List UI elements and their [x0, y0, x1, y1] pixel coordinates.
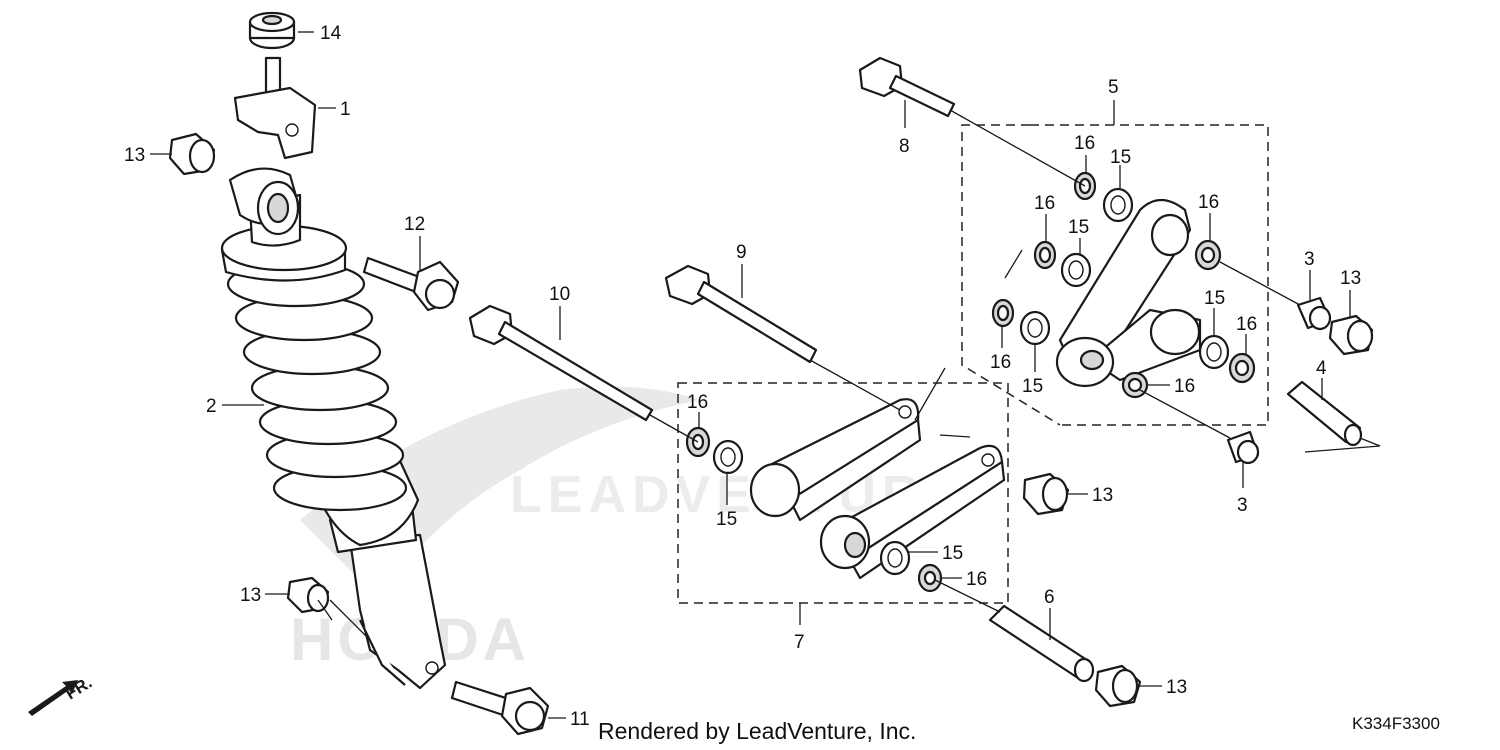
part-4-sleeve	[1286, 380, 1363, 447]
part-12-bolt	[362, 256, 460, 312]
callout-13-d: 13	[1166, 677, 1187, 698]
callout-16-c: 16	[1198, 192, 1219, 213]
seal-16-d	[1194, 239, 1222, 271]
part-13-nut-a	[168, 132, 216, 176]
seal-16-b	[1033, 240, 1057, 270]
bearing-15-d	[1198, 334, 1230, 370]
callout-3-a: 3	[1304, 249, 1315, 270]
callout-labels: 14 1 13 2 12 10 9 8 5 13 11 13 13 13 3 3…	[124, 23, 1361, 730]
callout-15-b: 15	[1068, 217, 1089, 238]
diagram-code: K334F3300	[1352, 714, 1440, 733]
callout-16-b: 16	[1034, 193, 1055, 214]
part-9-bolt	[664, 264, 818, 364]
bearing-15-c	[1019, 310, 1051, 346]
callout-11: 11	[570, 709, 590, 730]
callout-16-d: 16	[990, 352, 1011, 373]
callout-3-b: 3	[1237, 495, 1248, 516]
seal-16-e	[1228, 352, 1256, 384]
footer-credit: Rendered by LeadVenture, Inc.	[598, 718, 917, 744]
part-6-sleeve	[988, 604, 1095, 683]
part-5-cushion-arm	[1055, 198, 1202, 388]
callout-15-d: 15	[1204, 288, 1225, 309]
part-3-collar-a	[1296, 296, 1332, 331]
front-label: FR.	[62, 673, 95, 704]
callout-15-e: 15	[716, 509, 737, 530]
seal-16-f	[1121, 371, 1149, 399]
bearing-15-a	[1102, 187, 1134, 223]
callout-13-e: 13	[1340, 268, 1361, 289]
part-14-nut	[248, 11, 296, 50]
part-3-collar-b	[1226, 430, 1260, 465]
callout-16-h: 16	[966, 569, 987, 590]
callout-13-c: 13	[1092, 485, 1113, 506]
callout-5: 5	[1108, 77, 1119, 98]
callout-leaders	[150, 31, 1351, 719]
bearing-15-b	[1060, 252, 1092, 288]
callout-16-f: 16	[1174, 376, 1195, 397]
assembly-lines	[317, 109, 1381, 641]
group-box-5-left	[961, 124, 1061, 426]
part-13-nut-b	[286, 576, 330, 614]
part-8-bolt	[858, 56, 956, 118]
callout-15-a: 15	[1110, 147, 1131, 168]
callout-10: 10	[549, 284, 570, 305]
callout-15-c: 15	[1022, 376, 1043, 397]
seal-16-h	[917, 563, 943, 593]
callout-16-a: 16	[1074, 133, 1095, 154]
bearing-15-f	[879, 540, 911, 576]
part-13-nut-d	[1094, 664, 1142, 708]
callout-16-g: 16	[687, 392, 708, 413]
callout-8: 8	[899, 136, 910, 157]
callout-14: 14	[320, 23, 342, 44]
callout-12: 12	[404, 214, 425, 235]
part-13-nut-e	[1328, 314, 1374, 356]
bearing-15-e	[712, 439, 744, 475]
callout-16-e: 16	[1236, 314, 1257, 335]
seal-16-c	[991, 298, 1015, 328]
part-11-bolt	[450, 680, 550, 736]
callout-13-a: 13	[124, 145, 145, 166]
callout-4: 4	[1316, 358, 1327, 379]
callout-9: 9	[736, 242, 747, 263]
part-2-shock-absorber	[220, 167, 447, 690]
callout-13-b: 13	[240, 585, 261, 606]
callout-15-f: 15	[942, 543, 963, 564]
callout-2: 2	[206, 396, 217, 417]
part-10-bolt	[468, 304, 654, 422]
part-13-nut-c	[1022, 472, 1070, 516]
callout-1: 1	[340, 99, 351, 120]
front-direction-indicator: FR.	[28, 673, 95, 716]
callout-6: 6	[1044, 587, 1055, 608]
group-box-7	[677, 382, 1009, 604]
part-1-upper-mount	[233, 56, 317, 160]
callout-7: 7	[794, 632, 805, 653]
front-arrow-icon	[28, 680, 78, 716]
